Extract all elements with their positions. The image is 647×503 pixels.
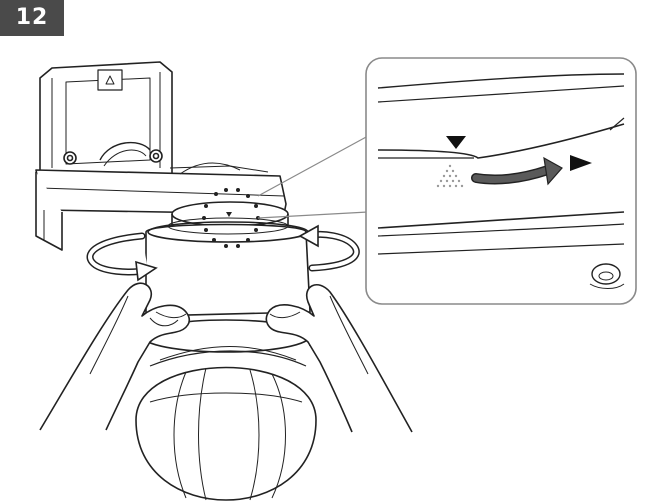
rotate-right-arrow <box>298 224 360 272</box>
camera-housing <box>145 201 311 317</box>
alignment-highlight-circle <box>202 188 260 248</box>
target-triangle-marker <box>570 155 592 171</box>
callout-leader-lines <box>257 135 369 219</box>
dotted-triangle-marker <box>436 164 464 188</box>
step-number-badge: 12 <box>0 0 64 36</box>
step-number: 12 <box>15 5 49 30</box>
left-hand <box>39 282 191 431</box>
small-triangle-marker <box>226 212 232 217</box>
fixed-triangle-marker <box>446 136 466 149</box>
direction-arrow <box>471 156 563 186</box>
right-hand <box>265 284 413 433</box>
dome-camera <box>135 319 317 501</box>
rotate-left-arrow <box>86 232 158 282</box>
